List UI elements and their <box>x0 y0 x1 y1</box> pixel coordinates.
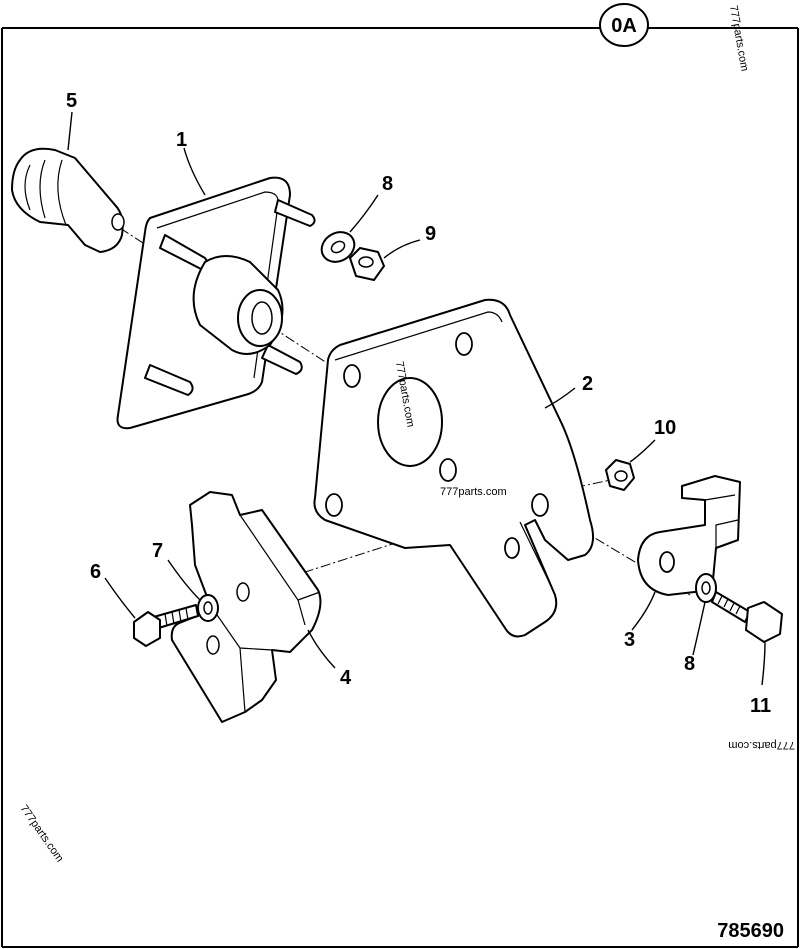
section-badge-text: 0A <box>611 15 637 37</box>
drawing-number: 785690 <box>717 920 784 942</box>
part-6-bolt <box>133 604 199 647</box>
part-8-washer-top <box>320 231 356 263</box>
watermark-top-right: 777parts.com <box>727 4 750 72</box>
callout-6: 6 <box>90 561 101 583</box>
part-7-washer <box>197 594 219 622</box>
callout-8-right: 8 <box>684 653 695 675</box>
part-5-buffer <box>11 147 125 253</box>
section-badge: 0A <box>599 3 649 47</box>
callout-9: 9 <box>425 223 436 245</box>
watermark-upside-down: 777parts.com <box>728 739 795 751</box>
part-10-nut <box>605 459 635 491</box>
callout-2: 2 <box>582 373 593 395</box>
callout-7: 7 <box>152 540 163 562</box>
watermark-center: 777parts.com <box>440 486 507 498</box>
drawing-frame <box>1 27 799 948</box>
callout-11: 11 <box>750 695 771 717</box>
callout-4: 4 <box>340 667 352 689</box>
part-2-main-bracket <box>313 298 595 638</box>
leader-lines <box>67 111 766 686</box>
part-9-nut <box>349 247 385 281</box>
callout-8-top: 8 <box>382 173 393 195</box>
watermark-bottom-left: 777parts.com <box>18 803 66 864</box>
part-11-bolt <box>711 591 783 643</box>
callout-3: 3 <box>624 629 635 651</box>
part-1-mounting-plate <box>116 176 316 430</box>
callout-10: 10 <box>654 417 676 439</box>
callout-1: 1 <box>176 129 187 151</box>
part-4-clamp-block <box>170 491 322 723</box>
callout-5: 5 <box>66 90 77 112</box>
part-3-angle-bracket <box>637 475 741 596</box>
part-8-washer-right <box>695 573 717 603</box>
callout-labels: 5 1 8 9 2 10 7 6 4 3 8 11 <box>66 90 771 717</box>
